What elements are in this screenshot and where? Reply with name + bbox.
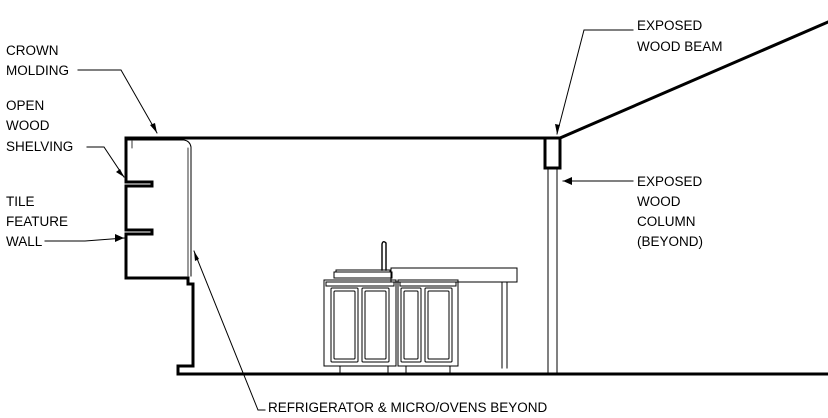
label-crown-molding-line2: MOLDING: [6, 63, 69, 78]
svg-text:TILE FEATURE WALL: TILE FEATURE WALL: [6, 194, 72, 249]
label-open-wood-shelving-line2: WOOD: [6, 118, 50, 133]
label-tile-feature-wall-line3: WALL: [6, 234, 43, 249]
svg-text:CROWN MOLDING: CROWN MOLDING: [6, 43, 69, 78]
tile-feature-wall: [124, 136, 562, 376]
label-exposed-wood-beam-line2: WOOD BEAM: [637, 39, 723, 54]
wood-beam: [543, 136, 562, 170]
label-tile-feature-wall-line1: TILE: [6, 194, 35, 209]
svg-text:EXPOSED WOOD BEAM: EXPOSED WOOD BEAM: [637, 18, 723, 54]
roof-line: [558, 20, 828, 140]
label-exposed-wood-column-line2: WOOD: [637, 194, 681, 209]
label-exposed-wood-column-line4: (BEYOND): [637, 234, 703, 249]
kitchen-island: [323, 279, 459, 373]
countertop: [333, 241, 518, 369]
label-open-wood-shelving-line1: OPEN: [6, 98, 44, 113]
label-crown-molding-line1: CROWN: [6, 43, 59, 58]
crown-molding: [125, 139, 192, 151]
wood-column: [547, 167, 558, 373]
label-exposed-wood-beam-line1: EXPOSED: [637, 18, 703, 33]
svg-text:EXPOSED WOOD COLUMN: EXPOSED WOOD COLUMN (BEYOND): [637, 174, 706, 249]
leader-arrowheads: [115, 123, 572, 261]
label-refrigerator: REFRIGERATOR & MICRO/OVENS BEYOND: [268, 400, 548, 415]
label-open-wood-shelving-line3: SHELVING: [6, 139, 73, 154]
leader-lines: [44, 29, 634, 411]
label-tile-feature-wall-line2: FEATURE: [6, 214, 68, 229]
label-exposed-wood-column-line1: EXPOSED: [637, 174, 703, 189]
svg-text:OPEN WOOD SHELVING: OPEN WOOD SHELVING: [6, 98, 73, 154]
label-exposed-wood-column-line3: COLUMN: [637, 214, 696, 229]
